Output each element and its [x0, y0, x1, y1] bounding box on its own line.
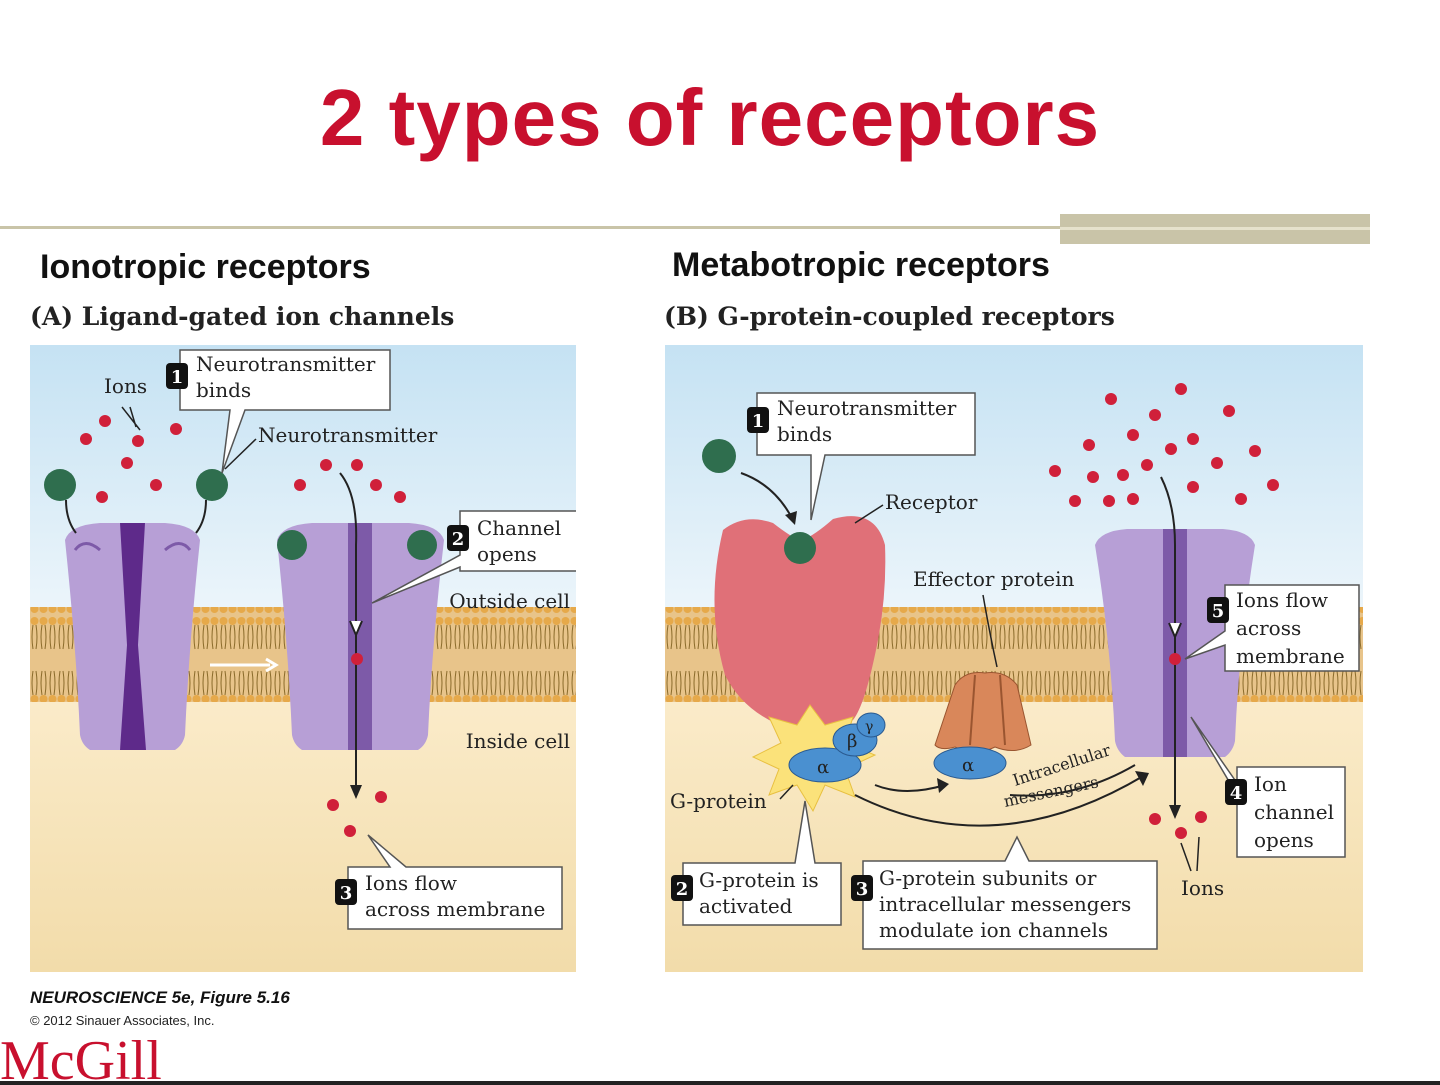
svg-text:3: 3 [856, 879, 869, 900]
beta-label: β [847, 731, 857, 752]
step-5-line-2: across [1236, 616, 1301, 640]
svg-text:1: 1 [752, 411, 765, 432]
binding-arrow-left [65, 499, 77, 534]
receptor [714, 516, 886, 736]
step-5-line-1: Ions flow [1236, 588, 1328, 612]
step-2-callout: 2 Channel opens [371, 510, 576, 604]
step-1-line-2: binds [196, 378, 251, 402]
svg-text:5: 5 [1212, 601, 1225, 622]
alpha-label: α [817, 757, 829, 778]
step-4-line-2: channel [1254, 800, 1334, 824]
step-1-callout: 1 Neurotransmitter binds [747, 392, 976, 521]
ion-flow-arrow [339, 472, 358, 785]
step-5-callout: 5 Ions flow across membrane [1184, 584, 1360, 672]
neurotransmitter-molecule [196, 469, 228, 501]
svg-text:4: 4 [1230, 783, 1243, 804]
copyright-credit: © 2012 Sinauer Associates, Inc. [30, 1013, 215, 1028]
ion-flow-arrow [1160, 476, 1176, 805]
neurotransmitter-pointer [224, 438, 257, 470]
gamma-label: γ [865, 719, 873, 735]
binding-arrow-right [195, 499, 207, 534]
ionotropic-subtitle: (A) Ligand-gated ion channels [30, 302, 455, 331]
ions-label: Ions [104, 374, 147, 398]
step-3-line-2: across membrane [365, 897, 545, 921]
alpha-subunit-effector [933, 746, 1007, 780]
bottom-bar [0, 1081, 1440, 1085]
svg-text:1: 1 [171, 367, 184, 388]
receptor-label: Receptor [885, 490, 978, 514]
ion [351, 653, 363, 665]
neurotransmitter-label: Neurotransmitter [258, 423, 438, 447]
step-4-callout: 4 Ion channel opens [1190, 716, 1346, 858]
activation-arrow [874, 784, 946, 792]
step-2-line-2: activated [699, 894, 793, 918]
step-4-line-3: opens [1254, 828, 1314, 852]
step-3-line-2: intracellular messengers [879, 892, 1131, 916]
alpha-effector-label: α [962, 755, 974, 776]
metabotropic-subtitle: (B) G-protein-coupled receptors [664, 302, 1115, 331]
ions-label: Ions [1181, 876, 1224, 900]
step-2-line-1: Channel [477, 516, 561, 540]
figure-credit: NEUROSCIENCE 5e, Figure 5.16 [30, 988, 290, 1007]
title-divider-accent [1060, 214, 1370, 244]
step-3-line-1: Ions flow [365, 871, 457, 895]
ionotropic-diagram: Ions Neurotransmitter Outside cell Insid… [30, 345, 576, 972]
gamma-subunit [856, 712, 886, 738]
step-4-line-1: Ion [1254, 772, 1287, 796]
step-3-callout: 3 G-protein subunits or intracellular me… [851, 835, 1158, 950]
alpha-subunit [788, 747, 862, 783]
mcgill-logo: McGill [0, 1036, 162, 1080]
step-1-line-2: binds [777, 422, 832, 446]
metabotropic-diagram: Receptor α β γ G-protein α Effector prot… [665, 345, 1363, 972]
svg-text:3: 3 [340, 883, 353, 904]
ions-outside [80, 415, 406, 837]
closed-channel [65, 523, 200, 750]
modulation-arrow [854, 774, 1146, 827]
ionotropic-heading: Ionotropic receptors [40, 248, 371, 286]
slide-title: 2 types of receptors [319, 73, 1101, 162]
ions-pointer [121, 406, 141, 431]
step-3-line-3: modulate ion channels [879, 918, 1108, 942]
effector-protein [934, 672, 1032, 753]
metabotropic-heading: Metabotropic receptors [672, 246, 1050, 284]
bound-neurotransmitter [784, 532, 816, 564]
step-2-line-2: opens [477, 542, 537, 566]
step-3-line-1: G-protein subunits or [879, 866, 1097, 890]
ions-outside [1049, 383, 1279, 839]
step-2-callout: 2 G-protein is activated [671, 800, 842, 926]
step-2-line-1: G-protein is [699, 868, 819, 892]
gprotein-label: G-protein [670, 789, 767, 813]
effector-label: Effector protein [913, 567, 1075, 591]
neurotransmitter-molecule [702, 439, 736, 473]
open-channel [277, 523, 444, 750]
svg-text:2: 2 [676, 879, 689, 900]
svg-text:2: 2 [452, 529, 465, 550]
step-3-callout: 3 Ions flow across membrane [335, 834, 563, 930]
step-1-callout: 1 Neurotransmitter binds [166, 349, 391, 474]
outside-cell-label: Outside cell [449, 589, 570, 613]
ion [1169, 653, 1181, 665]
inside-cell-label: Inside cell [466, 729, 570, 753]
neurotransmitter-molecule [44, 469, 76, 501]
step-1-line-1: Neurotransmitter [196, 352, 376, 376]
step-1-line-1: Neurotransmitter [777, 396, 957, 420]
title-divider [0, 226, 1062, 229]
step-5-line-3: membrane [1236, 644, 1345, 668]
